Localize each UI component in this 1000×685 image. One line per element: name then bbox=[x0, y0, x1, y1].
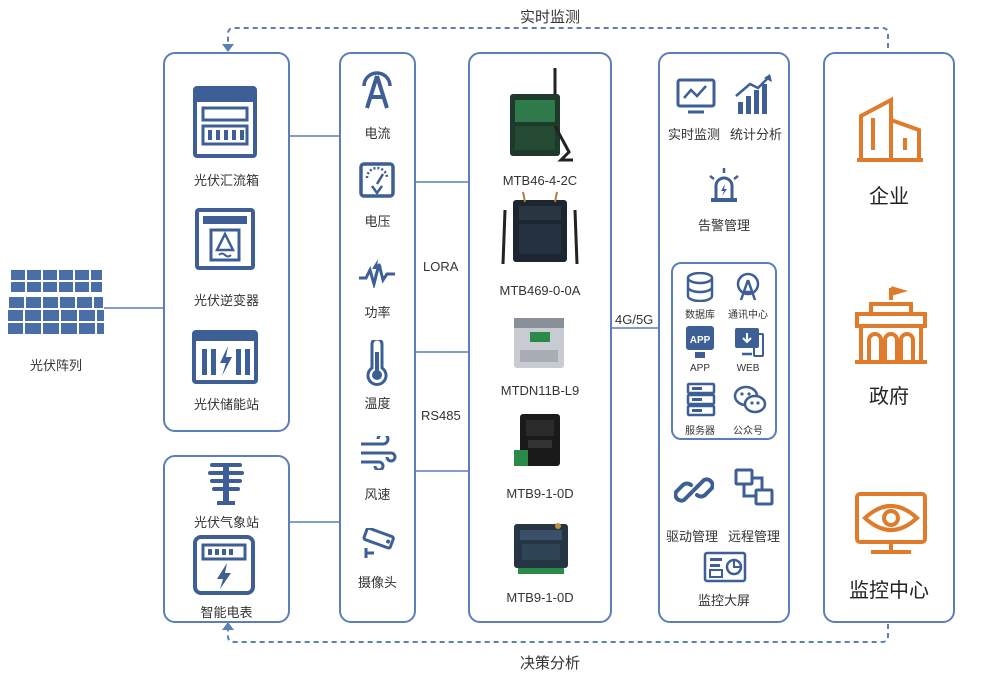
wind-speed-label: 风速 bbox=[364, 487, 391, 502]
din-module-icon bbox=[514, 318, 564, 368]
realtime-monitoring-flow-label: 实时监测 bbox=[519, 9, 580, 26]
smart-meter-label: 智能电表 bbox=[200, 605, 253, 620]
thermometer-icon bbox=[366, 340, 388, 386]
device-4-label: MTB9-1-0D bbox=[506, 486, 574, 501]
dashboard-screen-icon bbox=[703, 551, 747, 583]
wind-icon bbox=[361, 436, 397, 470]
smart-meter-icon bbox=[193, 535, 255, 595]
remote-devices-icon bbox=[734, 468, 774, 506]
meteo-meter-panel bbox=[163, 455, 290, 623]
device-5-label: MTB9-1-0D bbox=[506, 590, 574, 605]
server-icon bbox=[686, 382, 716, 417]
link-icon bbox=[674, 477, 714, 503]
monitor-screen-label: 监控大屏 bbox=[697, 593, 750, 608]
driver-management-label: 驱动管理 bbox=[665, 529, 718, 544]
weather-station-icon bbox=[208, 463, 244, 505]
combiner-box-icon bbox=[193, 86, 257, 158]
wechat-label: 公众号 bbox=[733, 426, 763, 437]
voltmeter-icon bbox=[359, 162, 395, 198]
comm-center-label: 通讯中心 bbox=[728, 310, 768, 321]
router-device-icon bbox=[514, 523, 568, 574]
government-building-icon bbox=[855, 286, 927, 364]
solar-panel-array-icon bbox=[8, 270, 104, 334]
database-label: 数据库 bbox=[685, 310, 715, 321]
decision-analysis-flow-label: 决策分析 bbox=[519, 655, 580, 672]
realtime-monitor-label: 实时监测 bbox=[667, 127, 720, 142]
device-3-label: MTDN11B-L9 bbox=[500, 383, 580, 398]
combiner-box-label: 光伏汇流箱 bbox=[193, 173, 259, 188]
sensor-panel bbox=[339, 52, 416, 623]
lora-protocol-label: LORA bbox=[423, 259, 459, 274]
pv-equipment-panel bbox=[163, 52, 290, 432]
camera-icon bbox=[362, 528, 395, 558]
solar-array-label: 光伏阵列 bbox=[29, 358, 82, 373]
monitor-center-label: 监控中心 bbox=[849, 580, 929, 602]
inverter-label: 光伏逆变器 bbox=[193, 293, 259, 308]
web-monitor-icon bbox=[735, 328, 764, 357]
svg-text:APP: APP bbox=[690, 335, 711, 346]
bar-stats-icon bbox=[735, 74, 772, 114]
power-label: 功率 bbox=[364, 305, 391, 320]
monitor-eye-icon bbox=[855, 492, 927, 554]
government-label: 政府 bbox=[869, 386, 909, 408]
wechat-icon bbox=[733, 385, 767, 414]
temperature-label: 温度 bbox=[364, 396, 391, 411]
inverter-icon bbox=[195, 208, 255, 270]
database-icon bbox=[686, 272, 714, 302]
cellular-protocol-label: 4G/5G bbox=[615, 312, 654, 327]
web-label: WEB bbox=[736, 363, 760, 374]
device-1-label: MTB46-4-2C bbox=[502, 173, 578, 188]
app-label: APP bbox=[689, 363, 710, 374]
storage-icon bbox=[192, 330, 258, 384]
power-wave-icon bbox=[359, 259, 395, 288]
app-icon: APP bbox=[686, 326, 714, 358]
alarm-light-icon bbox=[709, 168, 739, 202]
monitor-chart-icon bbox=[676, 78, 716, 114]
voltage-label: 电压 bbox=[364, 214, 391, 229]
gateway-device-icon bbox=[510, 68, 573, 162]
device-2-label: MTB469-0-0A bbox=[499, 283, 581, 298]
rs485-protocol-label: RS485 bbox=[421, 408, 461, 423]
enterprise-label: 企业 bbox=[869, 186, 909, 208]
remote-management-label: 远程管理 bbox=[727, 529, 780, 544]
statistics-label: 统计分析 bbox=[729, 127, 782, 142]
alarm-management-label: 告警管理 bbox=[697, 218, 750, 233]
gateway-device-icon bbox=[501, 191, 579, 265]
signal-tower-icon bbox=[736, 272, 760, 301]
storage-label: 光伏储能站 bbox=[193, 397, 259, 412]
din-module-icon bbox=[514, 414, 560, 466]
ammeter-icon bbox=[362, 71, 392, 109]
enterprise-building-icon bbox=[857, 96, 923, 162]
current-label: 电流 bbox=[364, 126, 391, 141]
camera-label: 摄像头 bbox=[357, 575, 397, 590]
server-label: 服务器 bbox=[685, 426, 715, 437]
weather-station-label: 光伏气象站 bbox=[193, 515, 259, 530]
